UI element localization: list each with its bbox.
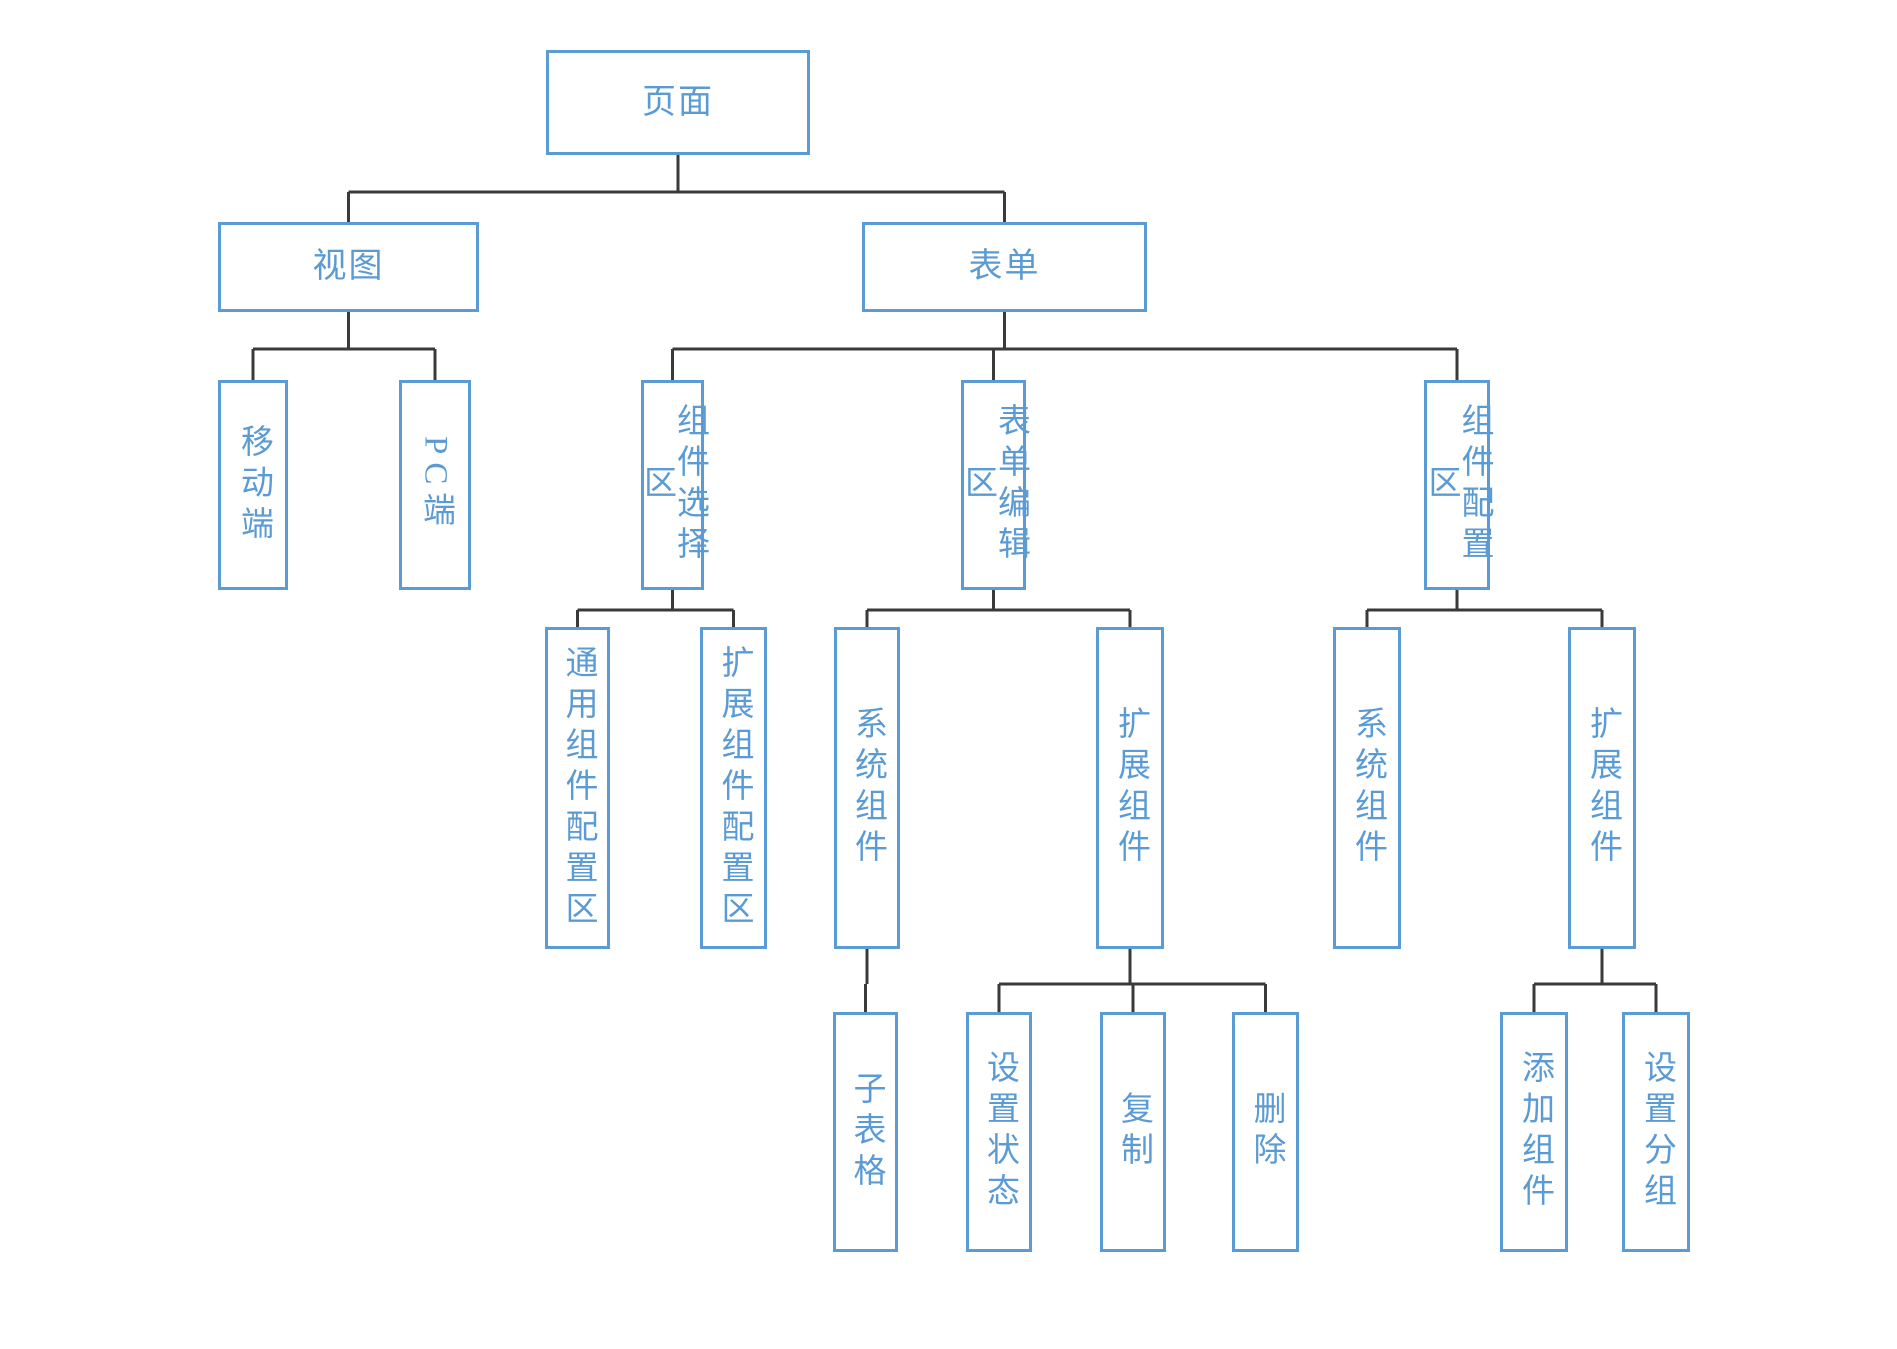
node-form-edit[interactable]: 表单编辑区	[959, 380, 1029, 590]
node-general-cfg[interactable]: 通用组件配置区	[545, 627, 610, 949]
node-label-comp-select: 组件选择区	[638, 403, 708, 567]
node-sys-comp-edit[interactable]: 系统组件	[834, 627, 900, 949]
node-label-comp-config: 组件配置区	[1423, 403, 1492, 567]
node-ext-comp-edit[interactable]: 扩展组件	[1096, 627, 1164, 949]
node-label-pc: PC端	[417, 436, 454, 534]
node-add-comp[interactable]: 添加组件	[1500, 1012, 1568, 1252]
node-sub-table[interactable]: 子表格	[833, 1012, 898, 1252]
node-label-sub-table: 子表格	[848, 1070, 884, 1194]
node-label-general-cfg: 通用组件配置区	[560, 644, 596, 932]
node-label-form: 表单	[968, 248, 1041, 286]
node-label-add-comp: 添加组件	[1516, 1050, 1553, 1214]
node-view[interactable]: 视图	[218, 222, 479, 312]
node-label-sys-comp-edit: 系统组件	[849, 706, 886, 870]
node-ext-comp-cfg[interactable]: 扩展组件	[1568, 627, 1636, 949]
node-label-set-group: 设置分组	[1638, 1050, 1675, 1214]
node-delete[interactable]: 删除	[1232, 1012, 1299, 1252]
node-copy[interactable]: 复制	[1100, 1012, 1166, 1252]
node-comp-select[interactable]: 组件选择区	[638, 380, 708, 590]
node-set-state[interactable]: 设置状态	[966, 1012, 1032, 1252]
node-sys-comp-cfg[interactable]: 系统组件	[1333, 627, 1401, 949]
node-label-extend-cfg: 扩展组件配置区	[716, 644, 752, 932]
node-label-form-edit: 表单编辑区	[959, 403, 1029, 567]
node-label-delete: 删除	[1248, 1091, 1284, 1173]
node-label-ext-comp-edit: 扩展组件	[1112, 706, 1149, 870]
node-set-group[interactable]: 设置分组	[1622, 1012, 1690, 1252]
node-extend-cfg[interactable]: 扩展组件配置区	[700, 627, 767, 949]
node-label-page: 页面	[642, 83, 714, 121]
node-label-set-state: 设置状态	[981, 1050, 1018, 1214]
node-label-view: 视图	[312, 248, 385, 286]
node-form[interactable]: 表单	[862, 222, 1147, 312]
node-mobile[interactable]: 移动端	[218, 380, 288, 590]
node-label-ext-comp-cfg: 扩展组件	[1584, 706, 1621, 870]
node-pc[interactable]: PC端	[399, 380, 471, 590]
node-label-mobile: 移动端	[235, 423, 272, 547]
node-page[interactable]: 页面	[546, 50, 810, 155]
node-label-sys-comp-cfg: 系统组件	[1349, 706, 1386, 870]
node-label-copy: 复制	[1115, 1091, 1152, 1173]
node-comp-config[interactable]: 组件配置区	[1423, 380, 1492, 590]
